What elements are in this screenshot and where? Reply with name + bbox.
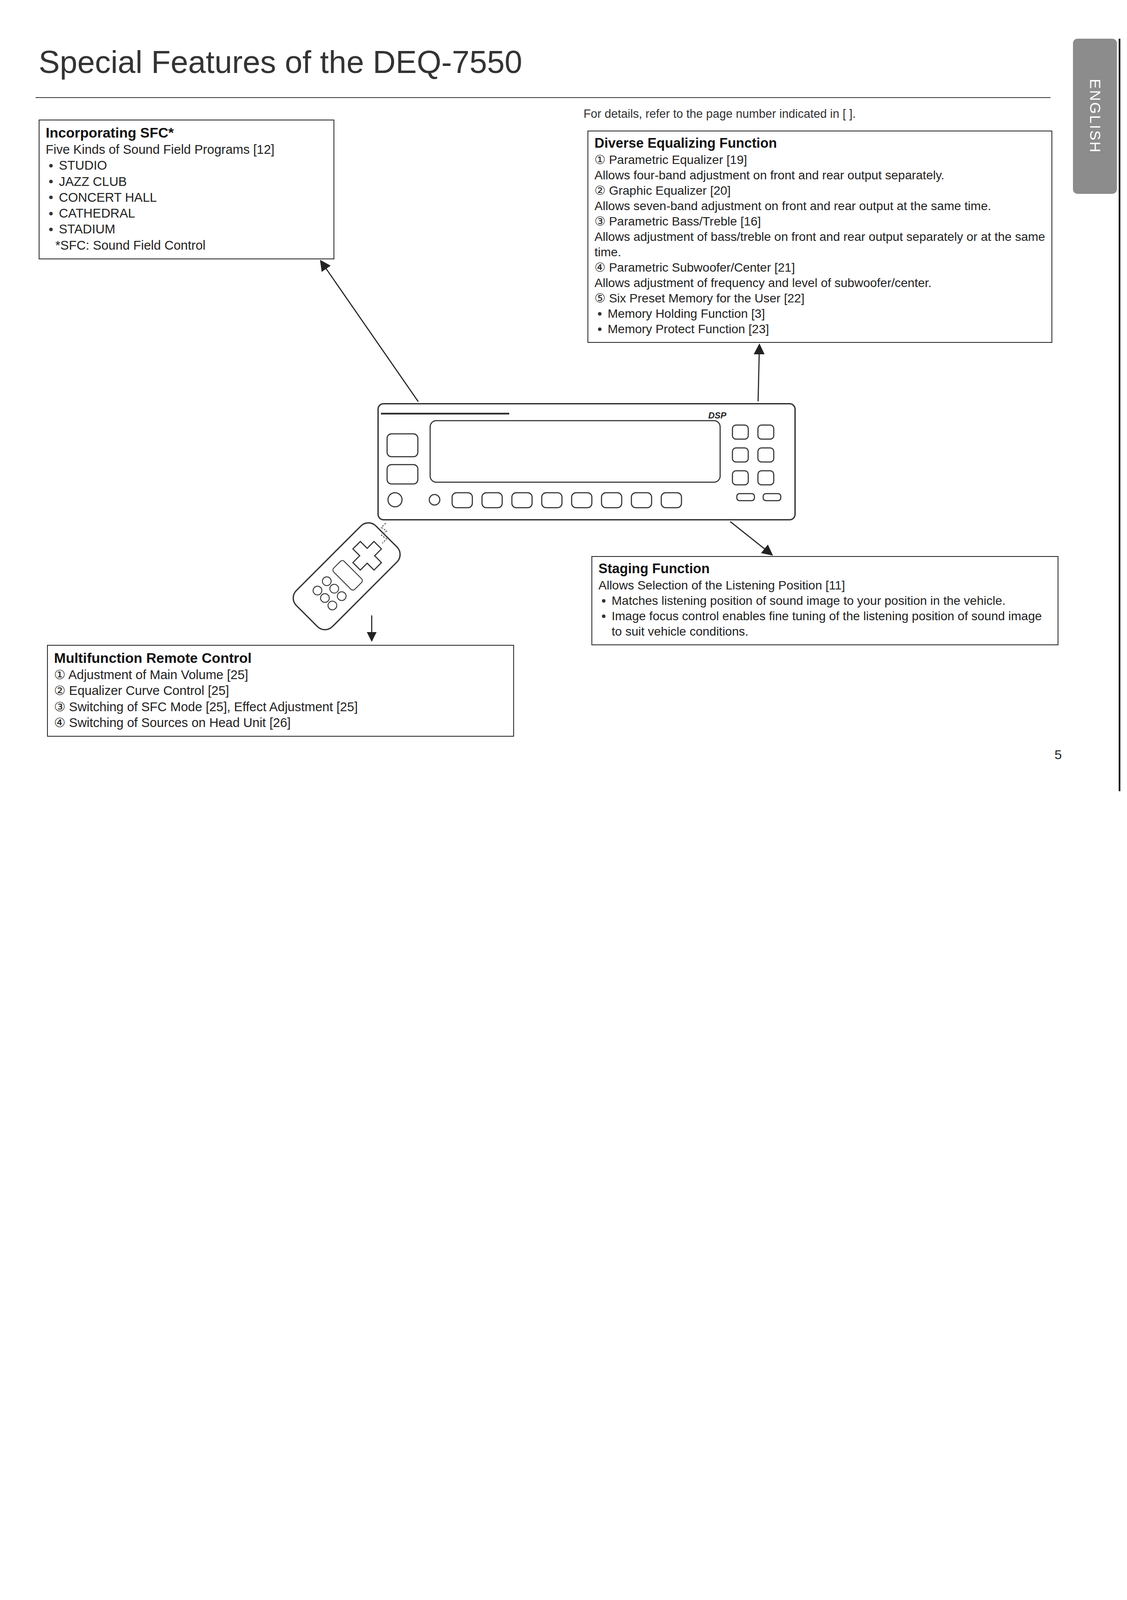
mode-button	[757, 470, 774, 485]
brand-strip	[380, 412, 510, 415]
language-tab	[1072, 38, 1117, 194]
bullet-dot	[49, 163, 53, 168]
page-number: 5	[1054, 746, 1062, 762]
preset-button	[661, 492, 682, 508]
mode-button	[757, 447, 774, 462]
bullet-item: JAZZ CLUB	[45, 173, 328, 190]
bullet-item: STUDIO	[45, 157, 328, 174]
remote-button	[326, 598, 339, 612]
feature-box: Staging FunctionAllows Selection of the …	[591, 555, 1059, 646]
feature-text: ③ Switching of SFC Mode [25], Effect Adj…	[54, 698, 508, 715]
footnote: *SFC: Sound Field Control	[45, 237, 328, 254]
feature-text: ② Graphic Equalizer [20]	[594, 182, 1046, 199]
page-edge	[1118, 38, 1121, 791]
head-unit: DSP	[377, 402, 796, 521]
bullet-dot	[49, 211, 53, 216]
feature-box: Multifunction Remote Control① Adjustment…	[47, 644, 515, 737]
feature-text: ② Equalizer Curve Control [25]	[54, 682, 508, 699]
box-heading: Incorporating SFC*	[45, 123, 328, 142]
box-heading: Diverse Equalizing Function	[594, 134, 1046, 153]
feature-text: ④ Switching of Sources on Head Unit [26]	[54, 714, 508, 731]
front-button	[387, 464, 418, 484]
feature-box: Incorporating SFC*Five Kinds of Sound Fi…	[38, 119, 335, 260]
feature-text: ④ Parametric Subwoofer/Center [21]	[594, 259, 1046, 276]
bullet-item: Matches listening position of sound imag…	[598, 592, 1052, 609]
bullet-dot	[49, 195, 53, 200]
feature-text: ⑤ Six Preset Memory for the User [22]	[594, 290, 1046, 306]
signal-mark	[381, 522, 387, 544]
remote-control	[288, 518, 405, 634]
preset-button	[571, 492, 592, 508]
preset-button	[631, 492, 652, 508]
preset-button	[511, 492, 533, 508]
feature-text: Allows seven-band adjustment on front an…	[594, 198, 1046, 214]
box-heading: Staging Function	[598, 560, 1052, 578]
mode-button	[732, 447, 749, 462]
preset-button	[601, 492, 622, 508]
front-button	[429, 494, 440, 505]
remote-button	[331, 559, 364, 591]
display-window	[430, 420, 721, 482]
feature-text: ① Adjustment of Main Volume [25]	[54, 666, 508, 683]
connector-arrow	[320, 260, 419, 402]
bullet-item: CONCERT HALL	[45, 189, 328, 206]
remote-button	[335, 589, 348, 602]
bullet-dot	[601, 598, 606, 603]
bullet-dot	[601, 614, 606, 618]
bullet-dot	[49, 179, 53, 184]
feature-text: Allows Selection of the Listening Positi…	[598, 577, 1052, 593]
remote-body	[288, 518, 405, 634]
box-heading: Multifunction Remote Control	[54, 648, 508, 667]
mode-button	[757, 424, 774, 439]
head-unit-face	[377, 402, 796, 521]
front-button	[387, 433, 418, 457]
bullet-item: Memory Holding Function [3]	[594, 305, 1046, 322]
knob	[387, 492, 403, 507]
bullet-item: CATHEDRAL	[45, 205, 328, 222]
title-rule	[35, 97, 1051, 98]
device-badge: DSP	[708, 410, 727, 421]
slide-button	[736, 493, 755, 501]
mode-button	[732, 424, 749, 439]
feature-text: Allows adjustment of frequency and level…	[594, 275, 1046, 291]
mode-button	[732, 470, 749, 485]
bullet-item: Memory Protect Function [23]	[594, 321, 1046, 337]
feature-box: Diverse Equalizing Function① Parametric …	[587, 130, 1053, 343]
page-title: Special Features of the DEQ-7550	[38, 43, 523, 80]
bullet-item: Image focus control enables fine tuning …	[598, 608, 1052, 639]
remote-cross-pad	[346, 534, 389, 577]
bullet-dot	[49, 227, 53, 232]
feature-text: ① Parametric Equalizer [19]	[594, 152, 1046, 168]
connector-arrow	[730, 521, 773, 555]
leader-line	[371, 615, 373, 641]
feature-text: ③ Parametric Bass/Treble [16]	[594, 213, 1046, 229]
bullet-dot	[597, 327, 602, 331]
preset-button	[541, 492, 562, 508]
bullet-item: STADIUM	[45, 221, 328, 237]
slide-button	[763, 493, 781, 501]
feature-text: Five Kinds of Sound Field Programs [12]	[45, 141, 328, 158]
feature-text: Allows adjustment of bass/treble on fron…	[594, 228, 1046, 260]
preset-button	[481, 492, 503, 508]
connector-arrow	[757, 344, 760, 402]
preset-button	[452, 492, 473, 508]
language-tab-label: ENGLISH	[1086, 78, 1104, 154]
bullet-dot	[597, 311, 602, 316]
reference-note: For details, refer to the page number in…	[583, 107, 856, 121]
feature-text: Allows four-band adjustment on front and…	[594, 167, 1046, 183]
